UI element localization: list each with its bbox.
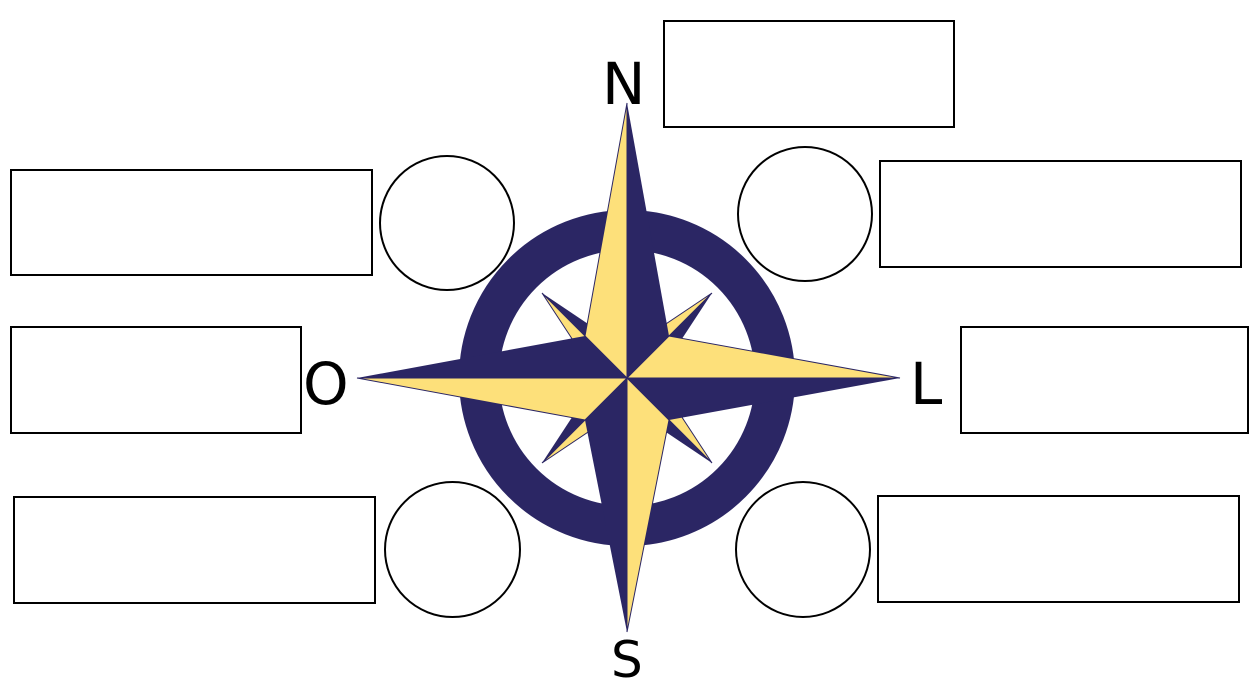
answer-box-north[interactable] [663, 20, 955, 128]
west-label: O [303, 355, 349, 413]
answer-box-northeast[interactable] [879, 160, 1242, 268]
answer-circle-southeast[interactable] [735, 481, 871, 618]
east-label: L [910, 355, 942, 413]
south-label: S [611, 635, 643, 685]
north-label: N [602, 55, 645, 113]
answer-box-northwest[interactable] [10, 169, 373, 276]
answer-box-southeast[interactable] [877, 495, 1240, 603]
answer-circle-northwest[interactable] [379, 155, 515, 291]
answer-box-southwest[interactable] [13, 496, 376, 604]
answer-box-west[interactable] [10, 326, 302, 434]
answer-box-east[interactable] [960, 326, 1249, 434]
answer-circle-southwest[interactable] [384, 481, 521, 618]
answer-circle-northeast[interactable] [737, 146, 873, 282]
